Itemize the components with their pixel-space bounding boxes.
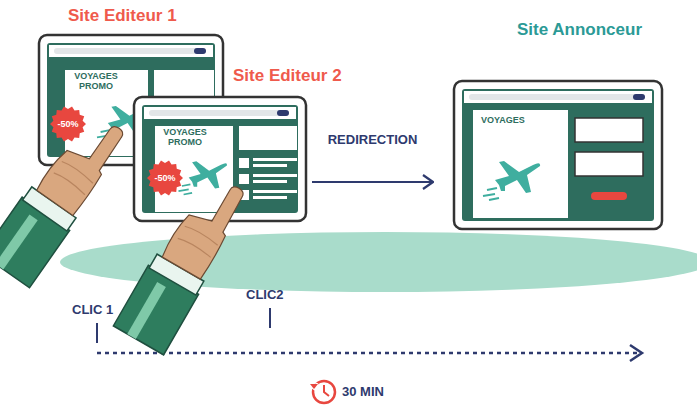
ad-title: VOYAGES PROMO: [65, 72, 127, 92]
discount-badge-node: -50%: [50, 106, 86, 142]
discount-badge: [50, 106, 86, 141]
site-heading: Site Editeur 2: [233, 66, 342, 86]
tablet-frame: [134, 97, 306, 221]
discount-badge: [147, 160, 183, 195]
label-holder: CLIC2: [246, 287, 284, 302]
site-heading: Site Annonceur: [517, 20, 642, 40]
list-line: [253, 158, 297, 161]
list-line: [253, 180, 287, 183]
text-holder: Site Annonceur: [517, 20, 642, 40]
list-square: [239, 158, 249, 168]
click-label: CLIC2: [246, 287, 284, 302]
label-holder: CLIC 1: [72, 302, 113, 317]
screen: [142, 105, 298, 213]
pointing-hand: [0, 105, 134, 287]
list-square: [239, 190, 249, 200]
discount-badge-node: -50%: [147, 160, 183, 196]
text-holder: -50%: [50, 106, 86, 142]
screen: [462, 89, 654, 221]
form-input: [575, 118, 643, 142]
text-holder: Site Editeur 2: [233, 66, 342, 86]
content-card: [473, 110, 568, 218]
timeline-arrowhead: [630, 345, 642, 361]
side-panel: [239, 126, 297, 150]
discount-text: -50%: [147, 160, 183, 196]
address-bar: [469, 94, 645, 100]
clock-icon: [310, 381, 335, 403]
browser-button: [633, 94, 645, 100]
text-holder: VOYAGES: [481, 116, 525, 126]
list-line: [253, 190, 297, 193]
ground-ellipse: [60, 232, 697, 292]
text-holder: -50%: [147, 160, 183, 196]
website-tablet: Site AnnonceurVOYAGES: [453, 80, 663, 230]
address-bar: [149, 110, 289, 116]
ad-title: VOYAGES PROMO: [155, 128, 215, 148]
pointing-hand: [113, 168, 254, 355]
label-holder: REDIRECTION: [328, 132, 418, 147]
list-line: [253, 196, 287, 199]
tablet-frame: [454, 81, 662, 229]
browser-button: [277, 110, 289, 116]
list-line: [253, 174, 297, 177]
browser-button: [194, 48, 206, 54]
site-heading: Site Editeur 1: [68, 6, 177, 26]
browser-bar: [49, 45, 213, 57]
form-input: [575, 152, 643, 176]
form-button: [591, 192, 627, 200]
text-holder: Site Editeur 1: [68, 6, 177, 26]
website-tablet: Site Editeur 2VOYAGES PROMO-50%: [133, 96, 307, 222]
browser-bar: [464, 91, 652, 103]
node-outline: [133, 96, 307, 222]
redirect-arrow: [312, 181, 433, 183]
plane-icon: [179, 161, 228, 194]
node-outline: [453, 80, 663, 230]
text-holder: VOYAGES PROMO: [65, 72, 127, 92]
click-label: CLIC 1: [72, 302, 113, 317]
plane-icon: [483, 161, 540, 200]
list-line: [253, 164, 287, 167]
address-bar: [54, 48, 206, 54]
edge-label: REDIRECTION: [328, 132, 418, 147]
discount-text: -50%: [50, 106, 86, 142]
ad-title: VOYAGES: [481, 116, 525, 126]
text-holder: VOYAGES PROMO: [155, 128, 215, 148]
label-holder: 30 MIN: [342, 384, 384, 399]
list-square: [239, 174, 249, 184]
click-tick: [269, 308, 271, 328]
click-tick: [96, 323, 98, 343]
timeline-line: [97, 352, 640, 355]
browser-bar: [144, 107, 296, 119]
duration-label: 30 MIN: [342, 384, 384, 399]
